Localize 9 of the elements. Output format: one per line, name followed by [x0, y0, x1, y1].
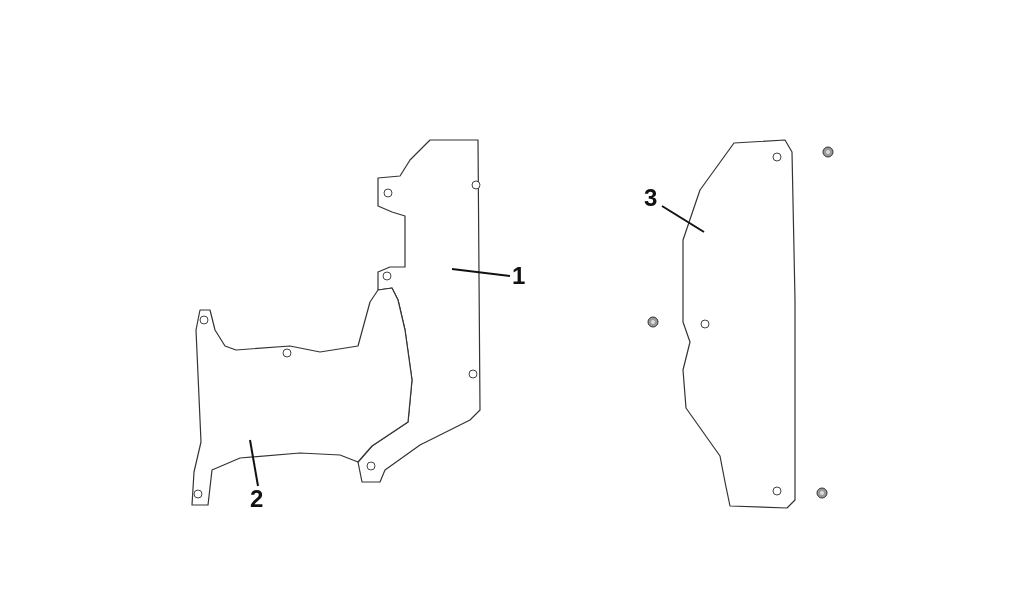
callout-number: 2: [250, 487, 264, 511]
callout-number: 1: [512, 264, 526, 288]
callout-number: 3: [644, 186, 658, 210]
leader-line: [451, 268, 511, 277]
leader-line: [661, 205, 705, 233]
shield-drawing: [682, 139, 796, 509]
panel-drawing: [191, 287, 413, 506]
bracket-drawing: [357, 139, 481, 483]
leader-line: [249, 439, 259, 487]
